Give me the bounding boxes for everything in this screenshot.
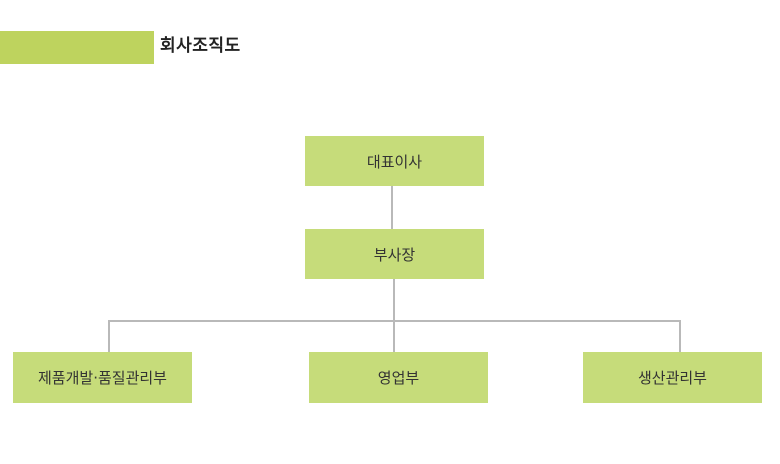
- org-box-product-dev-quality: 제품개발·품질관리부: [13, 352, 192, 403]
- connector-prod: [679, 320, 681, 352]
- org-box-label: 생산관리부: [637, 369, 707, 387]
- org-box-label: 부사장: [373, 245, 416, 264]
- org-box-sales: 영업부: [309, 352, 488, 403]
- connector-dev: [108, 320, 110, 352]
- org-box-ceo: 대표이사: [305, 136, 484, 186]
- title-accent-bar: [0, 31, 154, 64]
- org-box-label: 제품개발·품질관리부: [38, 369, 167, 387]
- connector-ceo-vp: [391, 186, 393, 229]
- connector-vp-branch: [393, 279, 395, 321]
- connector-sales: [393, 320, 395, 352]
- org-box-production-management: 생산관리부: [583, 352, 762, 403]
- org-box-vice-president: 부사장: [305, 229, 484, 279]
- org-box-label: 영업부: [377, 369, 420, 387]
- org-box-label: 대표이사: [366, 152, 423, 171]
- page-title: 회사조직도: [160, 36, 241, 56]
